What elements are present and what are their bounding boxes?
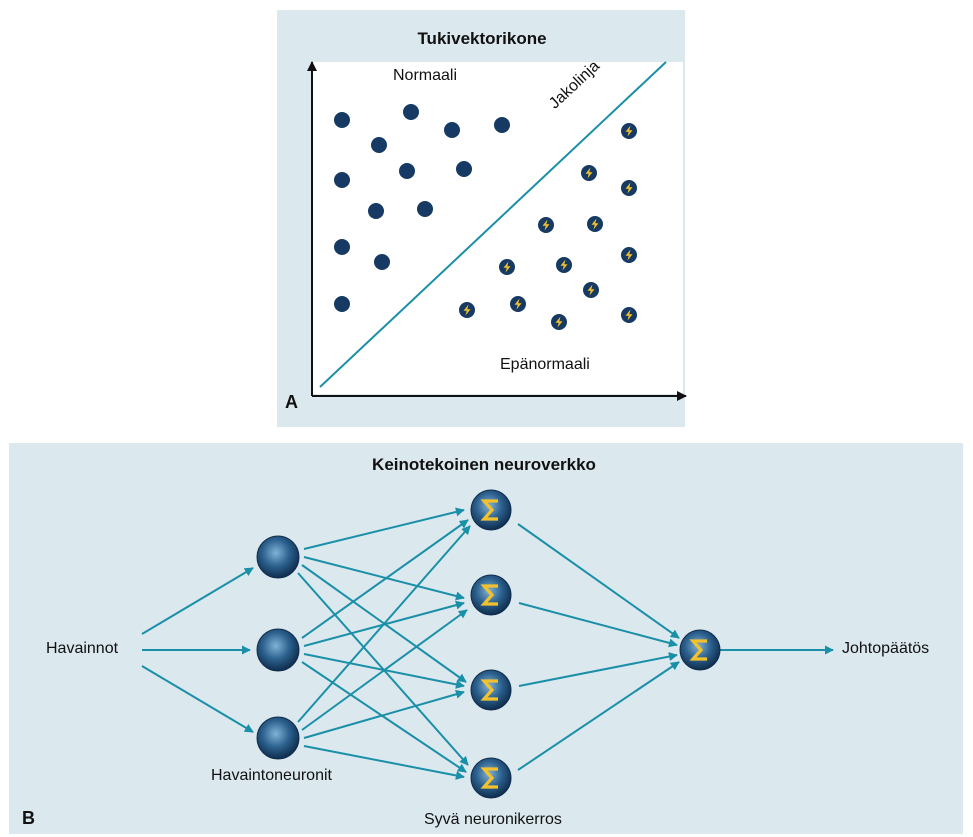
lightning-bolt-icon (621, 180, 637, 196)
lightning-bolt-icon (459, 302, 475, 318)
svm-title: Tukivektorikone (417, 29, 547, 48)
connection-arrow (303, 507, 465, 550)
lightning-bolt-icon (510, 296, 526, 312)
input-label: Havainnot (46, 640, 119, 657)
input-neurons-label: Havaintoneuronit (211, 767, 332, 784)
sigma-icon (679, 629, 721, 671)
lightning-bolt-icon (551, 314, 567, 330)
input-neurons (256, 535, 300, 760)
lightning-bolt-icon (538, 217, 554, 233)
panel-a-letter: A (285, 392, 298, 412)
connection-arrow (517, 523, 680, 639)
normal-point (494, 117, 510, 133)
output-label: Johtopäätös (842, 640, 930, 657)
lightning-bolt-icon (556, 257, 572, 273)
normal-point (417, 201, 433, 217)
normal-points (334, 104, 510, 312)
deep-layer-neurons (470, 489, 512, 799)
panel-b-letter: B (22, 808, 35, 828)
lightning-bolt-icon (621, 247, 637, 263)
lightning-bolt-icon (499, 259, 515, 275)
normal-point (403, 104, 419, 120)
connection-arrow (303, 556, 465, 601)
connection-arrow (297, 525, 471, 723)
sigma-icon (470, 669, 512, 711)
sigma-icon (470, 489, 512, 531)
connection-arrow (517, 661, 680, 771)
network-connections (141, 507, 834, 780)
connection-arrow (301, 661, 467, 773)
deep-layer-label: Syvä neuronikerros (424, 811, 562, 828)
ann-title: Keinotekoinen neuroverkko (372, 455, 596, 474)
svm-plot-area (313, 62, 683, 394)
divider-line (319, 61, 667, 388)
abnormal-points (459, 123, 637, 330)
normal-point (444, 122, 460, 138)
normal-point (399, 163, 415, 179)
connection-arrow (518, 652, 678, 687)
sigma-icon (470, 574, 512, 616)
connection-arrow (141, 567, 254, 635)
connection-arrow (301, 609, 468, 731)
abnormal-label: Epänormaali (500, 356, 590, 373)
connection-arrow (303, 745, 465, 780)
connection-arrow (303, 689, 465, 739)
input-neuron (256, 535, 300, 579)
lightning-bolt-icon (621, 123, 637, 139)
connection-arrow (141, 665, 254, 733)
normal-point (334, 112, 350, 128)
normal-point (334, 296, 350, 312)
connection-arrow (301, 519, 469, 639)
connection-arrow (518, 602, 678, 648)
normal-point (371, 137, 387, 153)
input-neuron (256, 628, 300, 672)
normal-point (368, 203, 384, 219)
normal-label: Normaali (393, 67, 458, 84)
lightning-bolt-icon (587, 216, 603, 232)
lightning-bolt-icon (621, 307, 637, 323)
sigma-icon (470, 757, 512, 799)
lightning-bolt-icon (583, 282, 599, 298)
normal-point (334, 239, 350, 255)
normal-point (456, 161, 472, 177)
input-neuron (256, 716, 300, 760)
lightning-bolt-icon (581, 165, 597, 181)
normal-point (374, 254, 390, 270)
normal-point (334, 172, 350, 188)
